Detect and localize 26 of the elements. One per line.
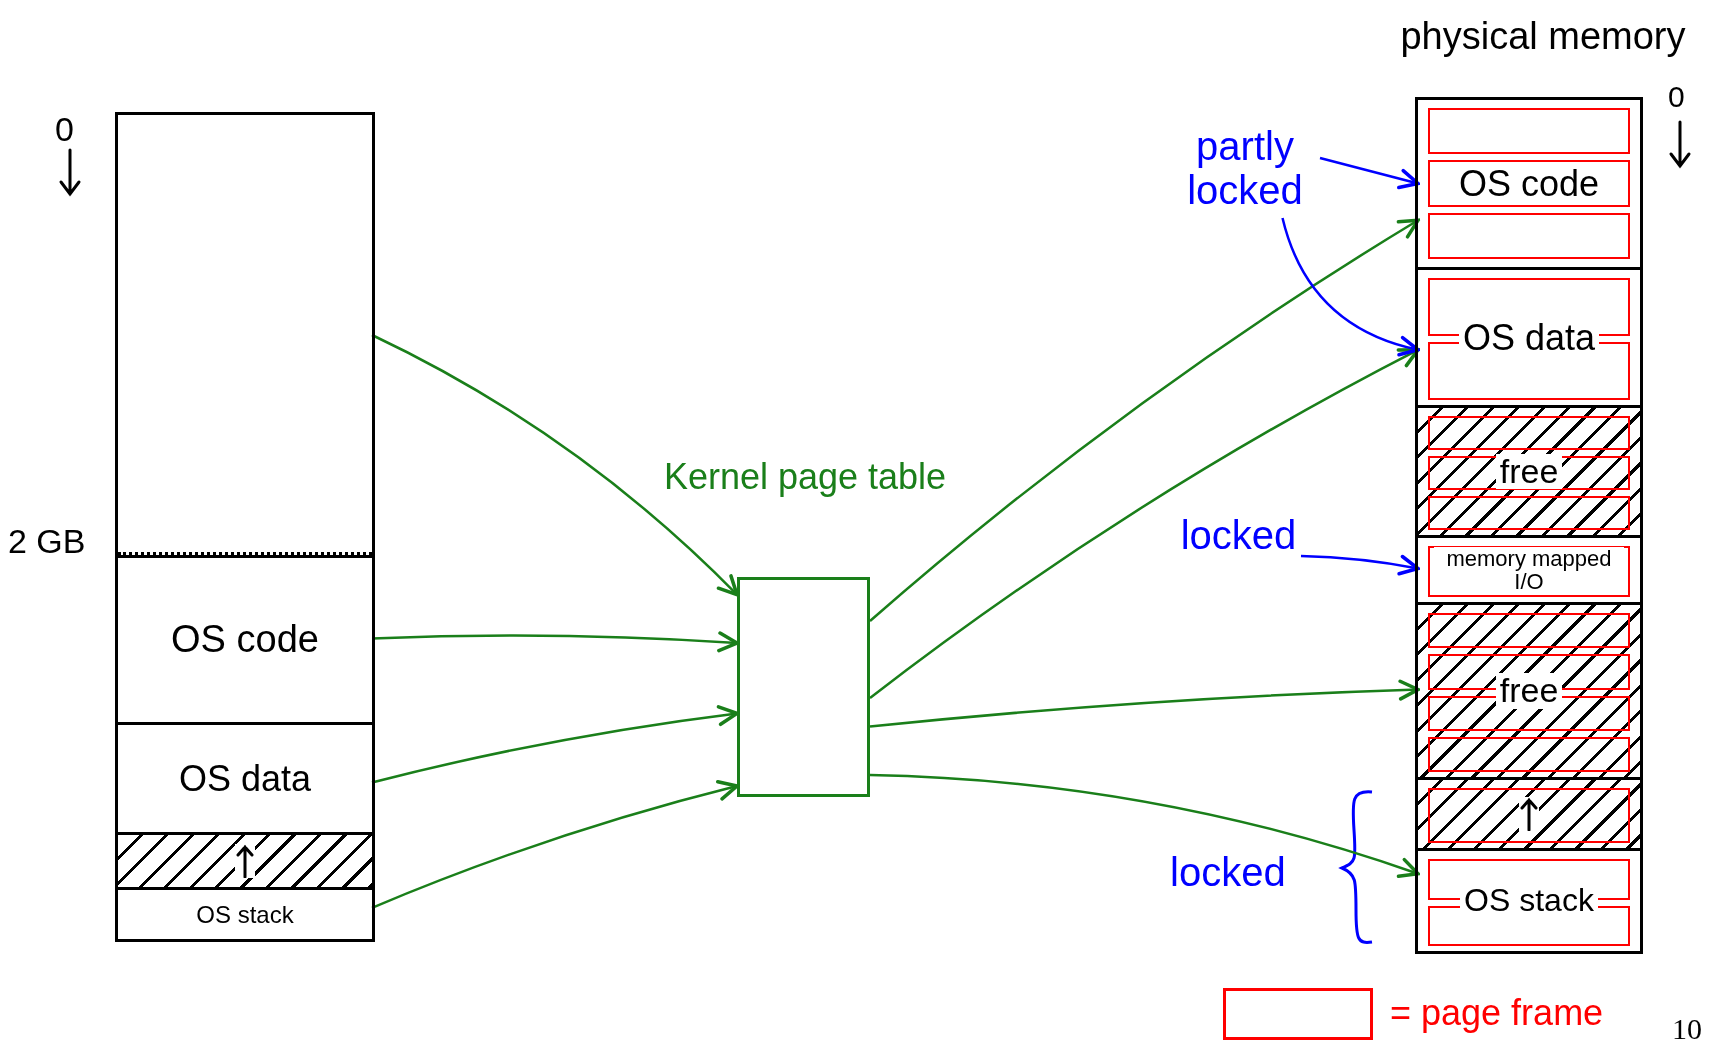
arrow — [1281, 217, 1420, 356]
memory-segment — [1418, 777, 1640, 848]
segment-label: free — [1495, 453, 1563, 490]
address-label: 0 — [1668, 80, 1685, 114]
segment-label: OS data — [178, 759, 312, 798]
arrow — [869, 773, 1420, 879]
heading-label: Kernel page table — [662, 456, 948, 498]
memory-segment — [118, 832, 372, 887]
legend-label: = page frame — [1390, 992, 1604, 1034]
segment-label: OS stack — [196, 901, 294, 928]
address-label: 2 GB — [8, 522, 86, 561]
segment-label: OS code — [171, 620, 319, 660]
arrow — [869, 348, 1420, 699]
heading-label: physical memory — [1399, 15, 1687, 58]
note-label: locked — [1170, 850, 1286, 895]
arrow — [1300, 554, 1420, 576]
memory-column — [115, 112, 375, 942]
arrow — [1319, 156, 1420, 190]
note-label: locked — [1176, 505, 1301, 565]
note-label: partly locked — [1170, 118, 1320, 218]
memory-segment — [1418, 405, 1640, 535]
page-number: 10 — [1672, 1012, 1702, 1046]
arrow — [869, 218, 1420, 622]
address-label: 0 — [55, 110, 74, 149]
memory-segment — [1418, 602, 1640, 777]
segment-label: free — [1495, 673, 1563, 709]
